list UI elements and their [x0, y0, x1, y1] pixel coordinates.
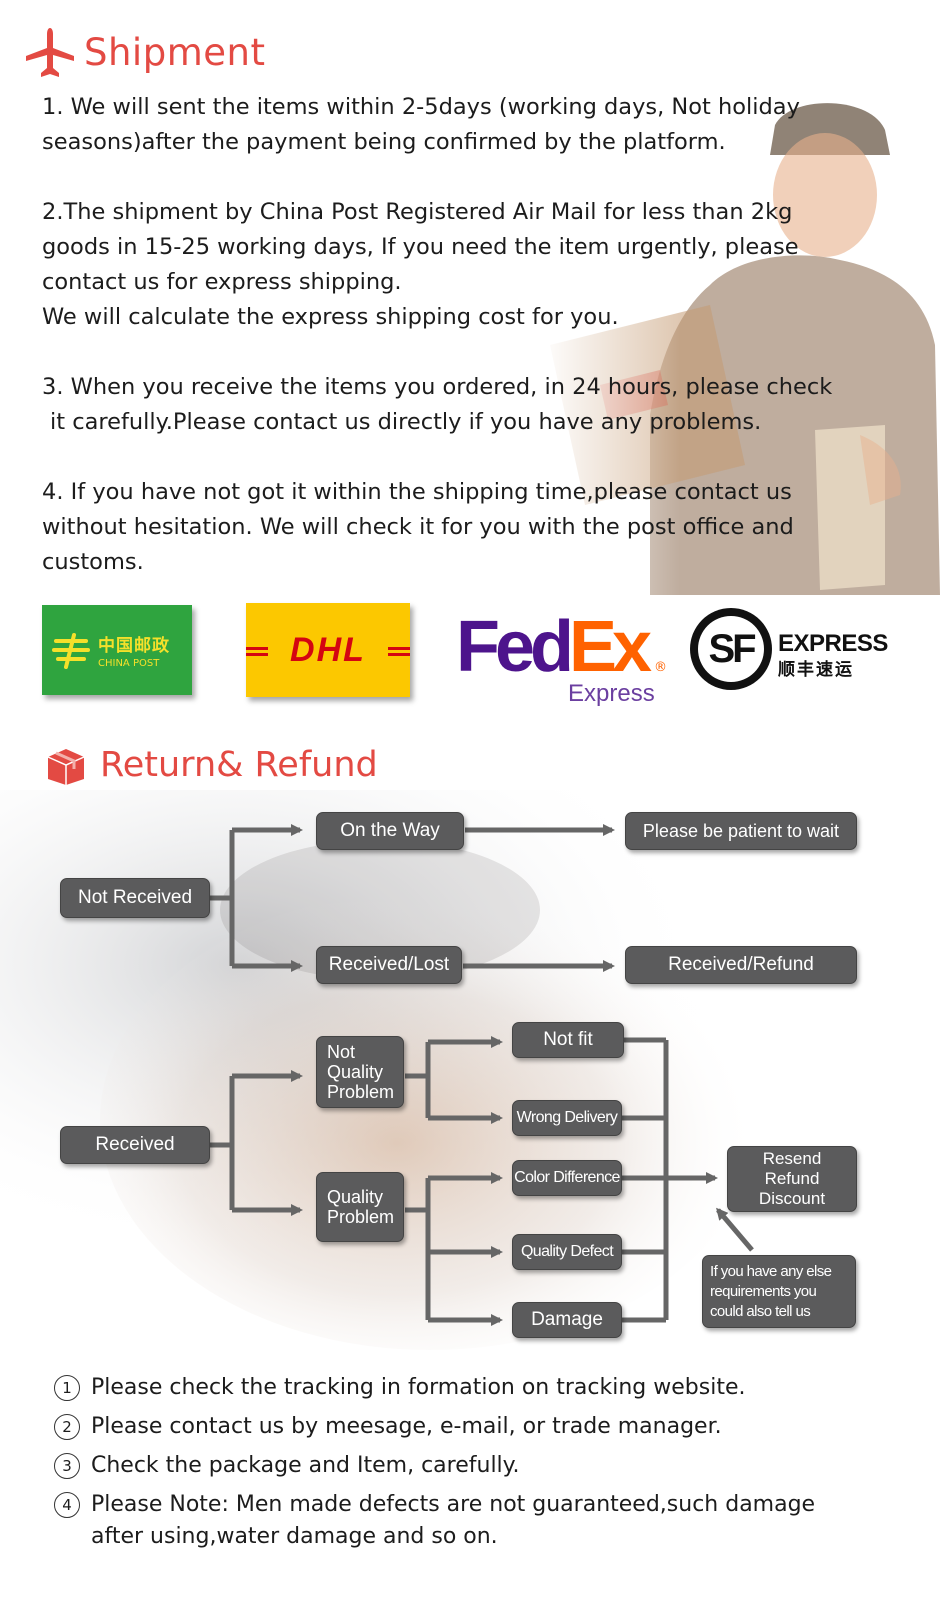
note-text: Please contact us by meesage, e-mail, or… [91, 1414, 722, 1439]
note-item: 3 Check the package and Item, carefully. [54, 1450, 914, 1482]
china-post-mark-icon [52, 633, 90, 669]
note-text: Please check the tracking in formation o… [91, 1375, 746, 1400]
not-received-box: Not Received [60, 878, 210, 918]
note-number: 2 [54, 1414, 80, 1440]
received-lost-box: Received/Lost [316, 946, 462, 984]
dhl-logo: DHL [246, 603, 410, 697]
airplane-icon [26, 28, 74, 77]
return-flowchart: Not Received On the Way Please be patien… [0, 790, 950, 1350]
resend-refund-discount-box: Resend Refund Discount [727, 1146, 857, 1212]
received-box: Received [60, 1126, 210, 1164]
sf-circle-icon: SF [690, 608, 772, 690]
shipment-line: it carefully.Please contact us directly … [50, 409, 762, 435]
sf-express-text: EXPRESS [778, 630, 888, 657]
not-quality-line: Not [327, 1042, 356, 1062]
wrong-delivery-box: Wrong Delivery [512, 1100, 622, 1136]
fedex-fed: Fed [456, 607, 574, 687]
not-quality-line: Problem [327, 1082, 395, 1102]
resend-line: Discount [758, 1189, 826, 1208]
package-box-icon [47, 749, 85, 785]
else-line: requirements you [710, 1282, 817, 1300]
sf-express-logo: SF EXPRESS 顺丰速运 [690, 608, 888, 693]
note-number: 4 [54, 1492, 80, 1518]
return-header: Return& Refund [44, 740, 378, 790]
shipment-line: without hesitation. We will check it for… [42, 514, 794, 540]
resend-line: Refund [764, 1169, 820, 1188]
not-quality-problem-box: Not Quality Problem [316, 1036, 404, 1108]
shipment-line: customs. [42, 549, 144, 575]
note-item: 2 Please contact us by meesage, e-mail, … [54, 1411, 914, 1443]
shipment-line: contact us for express shipping. [42, 269, 402, 295]
shipment-text: 1. We will sent the items within 2-5days… [42, 90, 902, 580]
color-difference-box: Color Difference [512, 1160, 622, 1196]
dhl-text: DHL [290, 631, 366, 669]
quality-line: Problem [327, 1207, 395, 1227]
notes-list: 1 Please check the tracking in formation… [54, 1372, 914, 1560]
shipment-line: We will calculate the express shipping c… [42, 304, 619, 330]
fedex-ex: Ex [569, 607, 652, 687]
quality-problem-box: Quality Problem [316, 1172, 404, 1242]
note-number: 3 [54, 1453, 80, 1479]
shipment-line: 3. When you receive the items you ordere… [42, 374, 833, 400]
on-the-way-box: On the Way [316, 812, 464, 850]
note-item: 1 Please check the tracking in formation… [54, 1372, 914, 1404]
shipment-title: Shipment [84, 30, 266, 74]
shipment-line: 4. If you have not got it within the shi… [42, 479, 792, 505]
received-refund-box: Received/Refund [625, 946, 857, 984]
shipment-line: 1. We will sent the items within 2-5days… [42, 94, 800, 120]
else-line: could also tell us [710, 1302, 811, 1320]
shipment-line: seasons)after the payment being confirme… [42, 129, 726, 155]
fedex-logo: FedEx ® Express [456, 608, 671, 708]
not-quality-line: Quality [327, 1062, 384, 1082]
note-text: Please Note: Men made defects are not gu… [91, 1492, 816, 1517]
shipment-line: goods in 15-25 working days, If you need… [42, 234, 799, 260]
quality-defect-box: Quality Defect [512, 1234, 622, 1270]
else-line: If you have any else [710, 1262, 832, 1280]
be-patient-box: Please be patient to wait [625, 812, 857, 850]
damage-box: Damage [512, 1302, 622, 1338]
shipment-line: 2.The shipment by China Post Registered … [42, 199, 793, 225]
china-post-logo: 中国邮政 CHINA POST [42, 605, 192, 695]
note-number: 1 [54, 1375, 80, 1401]
return-title: Return& Refund [100, 745, 378, 785]
not-fit-box: Not fit [512, 1022, 624, 1058]
fedex-express: Express [568, 680, 655, 707]
note-text: Check the package and Item, carefully. [91, 1453, 520, 1478]
note-item: 4 Please Note: Men made defects are not … [54, 1489, 914, 1553]
china-post-en: CHINA POST [98, 658, 160, 669]
any-else-box: If you have any else requirements you co… [702, 1255, 856, 1328]
china-post-cn: 中国邮政 [98, 636, 170, 656]
quality-line: Quality [327, 1187, 384, 1207]
shipment-header: Shipment [22, 22, 265, 82]
carrier-logos: 中国邮政 CHINA POST DHL FedEx ® Express SF E… [0, 600, 950, 710]
sf-mark: SF [698, 616, 764, 682]
sf-cn-text: 顺丰速运 [778, 660, 854, 680]
flow-arrows [210, 824, 754, 1326]
fedex-registered: ® [654, 660, 667, 675]
note-text: after using,water damage and so on. [91, 1524, 498, 1549]
resend-line: Resend [762, 1149, 822, 1168]
